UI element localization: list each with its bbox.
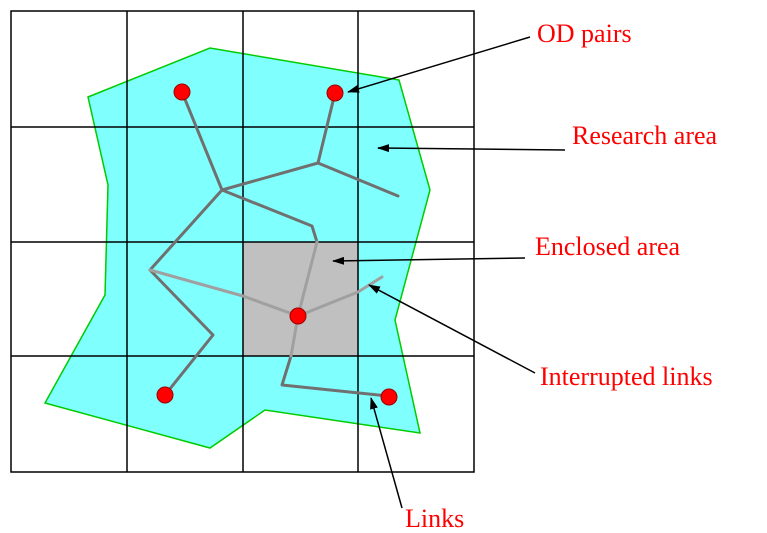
link-west-node-to-bottom-left — [148, 268, 215, 397]
interrupted-link-north — [296, 240, 319, 318]
links — [148, 90, 400, 398]
od-pairs-label: OD pairs — [537, 19, 632, 48]
link-hub-to-center — [220, 188, 319, 244]
od-node — [156, 386, 174, 404]
grid — [10, 10, 475, 473]
od-node — [173, 83, 191, 101]
arrow-enclosed-area — [332, 256, 526, 265]
link-top-left-to-hub — [180, 90, 224, 192]
links-label: Links — [405, 504, 464, 533]
arrow-research-area — [377, 144, 566, 153]
link-hub-to-west-node — [148, 188, 224, 272]
od-nodes — [156, 83, 398, 406]
od-node — [289, 307, 307, 325]
interrupted-link-west — [148, 268, 300, 318]
annotation-arrows — [332, 36, 566, 509]
link-top-right-to-junction — [316, 91, 337, 165]
link-junction-to-hub — [220, 161, 320, 192]
labels: OD pairs Research area Enclosed area Int… — [405, 19, 718, 533]
research-area-region — [43, 47, 431, 449]
od-node — [326, 84, 344, 102]
interrupted-link-east — [296, 275, 384, 318]
interrupted-links-label: Interrupted links — [540, 362, 713, 391]
od-node — [380, 388, 398, 406]
research-area-label: Research area — [572, 121, 718, 150]
link-junction-to-right-end — [316, 161, 400, 198]
arrow-od-pairs — [347, 36, 531, 93]
arrow-interrupted-links — [368, 284, 536, 374]
link-bottom-right — [280, 354, 390, 398]
enclosed-area-label: Enclosed area — [535, 232, 681, 261]
arrow-links — [370, 397, 403, 509]
